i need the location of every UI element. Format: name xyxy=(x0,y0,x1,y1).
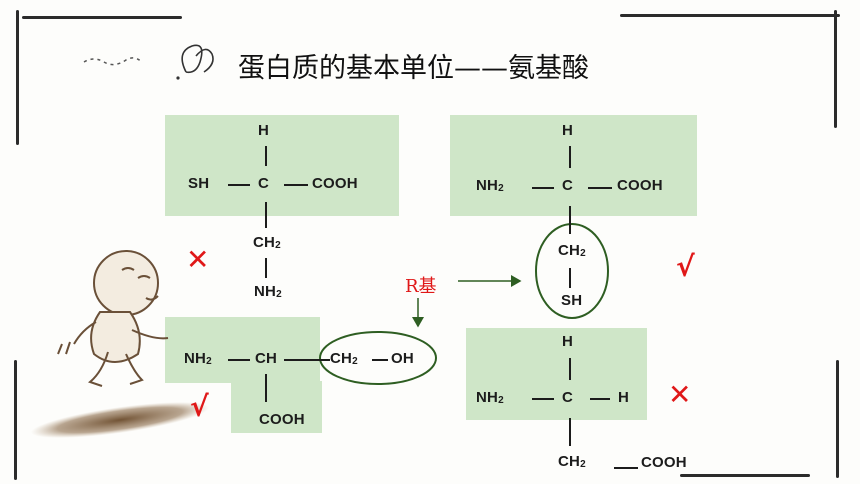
br-bond-down xyxy=(569,418,571,446)
r-group-label: R基 xyxy=(405,276,437,297)
bl-bond-oh xyxy=(372,359,388,361)
tr-bond-down2 xyxy=(569,268,571,288)
box-top-left xyxy=(165,115,399,216)
cross-mark-top-left: ✕ xyxy=(186,243,210,276)
box-bottom-left-tail xyxy=(231,381,322,433)
cross-mark-bottom-right: ✕ xyxy=(668,378,692,411)
frame-bottom-left-v xyxy=(14,360,17,480)
bl-bond-left xyxy=(228,359,250,361)
tr-bond-right xyxy=(588,187,612,189)
bl-bond-right xyxy=(284,359,330,361)
bl-ch2: CH2 xyxy=(330,350,358,367)
box-bottom-left xyxy=(165,317,320,383)
tl-bond-down2 xyxy=(265,258,267,278)
tr-c: C xyxy=(562,177,574,194)
check-mark-top-right: √ xyxy=(676,250,695,283)
frame-top-right-v xyxy=(834,10,837,128)
tl-bond-left xyxy=(228,184,250,186)
tl-bond-right xyxy=(284,184,308,186)
bl-nh2: NH2 xyxy=(184,350,212,367)
check-mark-bottom-left: √ xyxy=(190,390,209,423)
br-ch2: CH2 xyxy=(558,453,586,470)
frame-top-left-v xyxy=(16,10,19,145)
br-h-right: H xyxy=(618,389,630,406)
ground-shadow xyxy=(30,402,210,438)
br-c: C xyxy=(562,389,574,406)
page-title: 蛋白质的基本单位——氨基酸 xyxy=(238,53,589,84)
tl-ch2: CH2 xyxy=(253,234,281,251)
br-bond-left xyxy=(532,398,554,400)
box-bottom-right xyxy=(466,328,647,420)
box-top-right xyxy=(450,115,697,216)
br-bond-up xyxy=(569,358,571,380)
tr-bond-down xyxy=(569,206,571,234)
bl-bond-down xyxy=(265,374,267,402)
tr-h: H xyxy=(562,122,574,139)
br-h-top: H xyxy=(562,333,574,350)
tr-cooh: COOH xyxy=(617,177,663,194)
br-nh2: NH2 xyxy=(476,389,504,406)
frame-bottom-right-h xyxy=(680,474,810,477)
tl-bond-up xyxy=(265,146,267,166)
tr-nh2: NH2 xyxy=(476,177,504,194)
cartoon-figure xyxy=(73,250,169,387)
br-cooh: COOH xyxy=(641,454,687,471)
tr-bond-left xyxy=(532,187,554,189)
tr-sh: SH xyxy=(561,292,583,309)
tl-cooh: COOH xyxy=(312,175,358,192)
tl-c: C xyxy=(258,175,270,192)
br-bond-right xyxy=(590,398,610,400)
bl-ch: CH xyxy=(255,350,278,367)
tl-sh: SH xyxy=(188,175,210,192)
frame-top-right-h xyxy=(620,14,840,17)
tr-ch2: CH2 xyxy=(558,242,586,259)
br-bond-cooh xyxy=(614,467,638,469)
bl-oh: OH xyxy=(391,350,414,367)
bl-cooh: COOH xyxy=(259,411,305,428)
tr-bond-up xyxy=(569,146,571,168)
tl-nh2: NH2 xyxy=(254,283,282,300)
frame-bottom-right-v xyxy=(836,360,839,478)
tl-bond-down xyxy=(265,202,267,228)
r-group-ellipse-bottom xyxy=(319,331,437,385)
r-group-ellipse-top xyxy=(535,223,609,319)
tl-h: H xyxy=(258,122,270,139)
frame-top-left-h xyxy=(22,16,182,19)
